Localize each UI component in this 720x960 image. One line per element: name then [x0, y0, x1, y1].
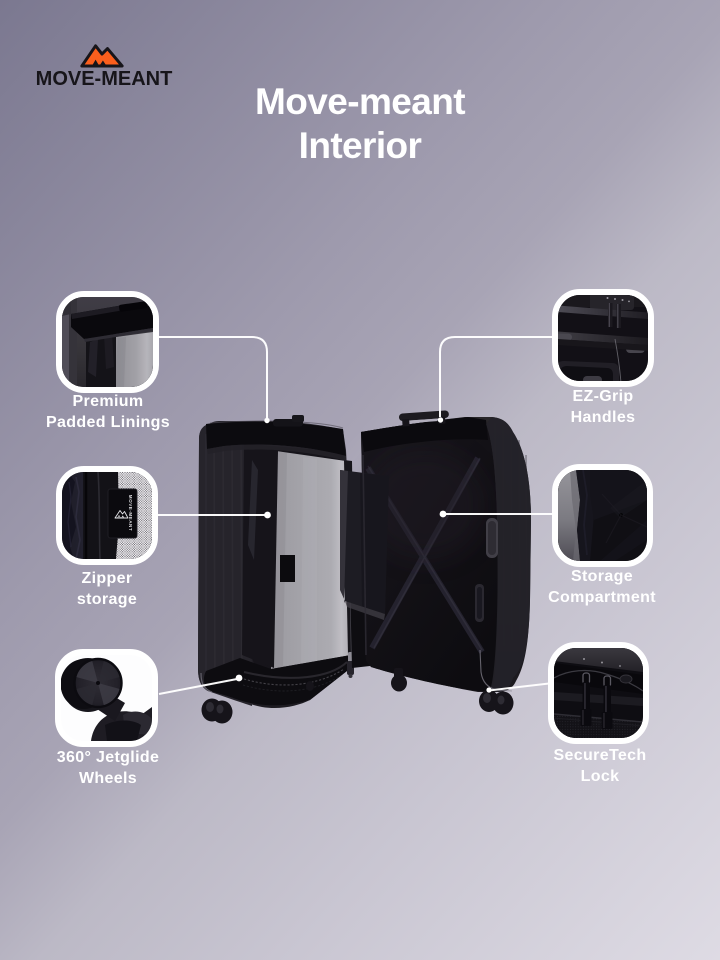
svg-text:MOVE-MEANT: MOVE-MEANT [128, 495, 133, 531]
